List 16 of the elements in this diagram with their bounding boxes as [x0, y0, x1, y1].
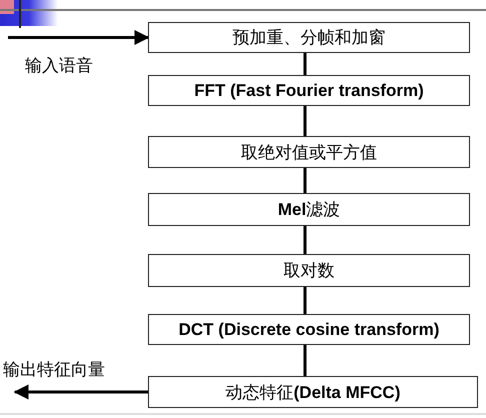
connector-line: [304, 168, 306, 193]
connector-line: [304, 53, 306, 75]
process-box: 预加重、分帧和加窗: [148, 22, 470, 53]
process-box: DCT (Discrete cosine transform): [148, 314, 470, 345]
arrow: [14, 384, 148, 400]
process-box: Mel滤波: [148, 193, 470, 226]
connector-line: [304, 226, 306, 254]
process-box: 取对数: [148, 254, 470, 287]
connector-line: [304, 106, 306, 136]
edge-label: 输入语音: [25, 54, 93, 77]
connector-line: [304, 345, 306, 376]
process-box: 取绝对值或平方值: [148, 136, 470, 168]
process-box: FFT (Fast Fourier transform): [148, 75, 470, 106]
process-box: 动态特征(Delta MFCC): [148, 376, 478, 408]
arrow: [8, 30, 150, 45]
connector-line: [304, 287, 306, 314]
